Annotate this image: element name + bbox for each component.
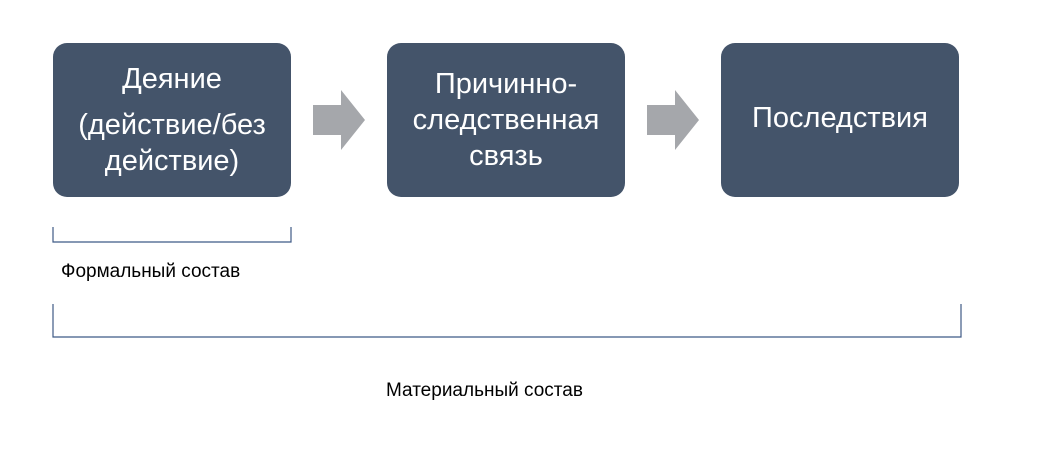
step-box-causation-line-1: Причинно- — [434, 68, 578, 100]
step-box-causation-line-2: следственная — [412, 104, 600, 136]
step-box-consequences-line-1: Последствия — [752, 102, 928, 134]
formal-composition-label: Формальный состав — [61, 261, 241, 282]
arrow-right-icon — [647, 90, 699, 150]
step-box-act-line-1: (действие/без — [78, 109, 266, 141]
arrow-right-icon — [313, 90, 365, 150]
material-composition-bracket — [52, 304, 962, 338]
material-composition-label: Материальный состав — [386, 380, 583, 401]
step-box-causation: Причинно- следственная связь — [387, 43, 625, 197]
step-box-act: Деяние (действие/без действие) — [53, 43, 291, 197]
step-box-act-line-2: действие) — [104, 145, 240, 177]
step-box-consequences: Последствия — [721, 43, 959, 197]
formal-composition-bracket — [52, 227, 292, 243]
step-box-act-title: Деяние — [122, 63, 222, 95]
step-box-causation-line-3: связь — [469, 140, 543, 172]
